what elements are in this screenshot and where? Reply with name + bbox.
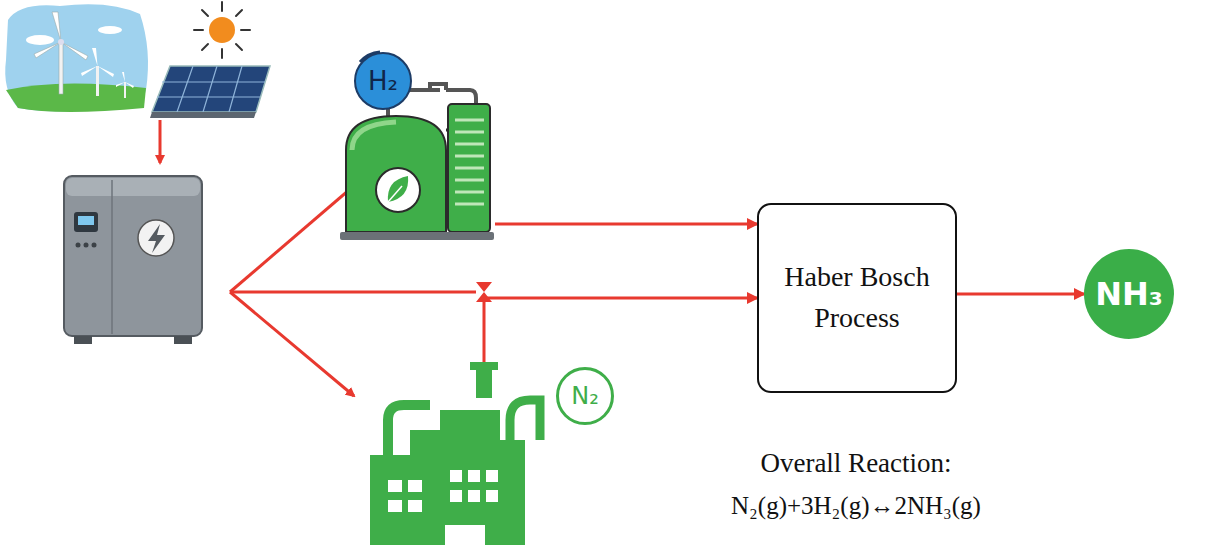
electrolyzer-node: H₂ (340, 48, 495, 245)
reaction-equation: N₂(g)+3H₂(g)↔2NH₃(g) (731, 492, 981, 520)
node-text: N₂ (571, 382, 599, 410)
label-circle: H₂ (354, 52, 412, 110)
product-circle: NH₃ (1084, 249, 1174, 339)
node-text: H₂ (368, 66, 398, 96)
flow-connector (495, 223, 757, 226)
nitrogen-factory (370, 362, 540, 545)
factory-node: N₂ (355, 362, 625, 545)
electrolyzer (340, 52, 494, 240)
label-circle: N₂ (556, 367, 614, 425)
wind-turbines (5, 4, 148, 112)
reaction-heading: Overall Reaction: (760, 448, 951, 479)
node-text: NH₃ (1095, 275, 1163, 313)
process-box: Haber Bosch Process (757, 203, 957, 393)
sun (194, 2, 250, 58)
flow-connector (484, 298, 757, 362)
solar-panel (150, 66, 270, 118)
power-unit (64, 176, 202, 344)
flow-connector (957, 293, 1084, 296)
node-text: Haber Bosch Process (771, 257, 943, 338)
power-arrow (159, 120, 162, 163)
